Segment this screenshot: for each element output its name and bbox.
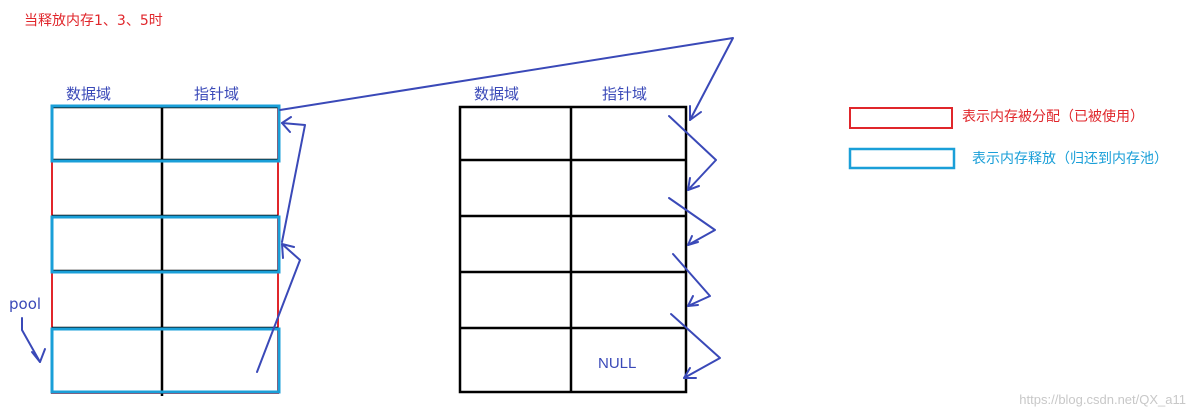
- legend-freed-swatch: [848, 147, 956, 170]
- legend-freed-label: 表示内存释放（归还到内存池）: [972, 151, 1168, 167]
- right-chain-arrow-1: [668, 115, 717, 191]
- freed-block-1: [50, 104, 281, 163]
- legend-allocated-label: 表示内存被分配（已被使用）: [962, 109, 1144, 125]
- pool-arrow: [21, 317, 41, 363]
- freed-block-3: [50, 215, 281, 274]
- left-header-pointer: 指针域: [194, 85, 240, 103]
- right-header-pointer: 指针域: [602, 85, 648, 103]
- link-arrows: [21, 37, 734, 379]
- chain-arrow-5-to-3: [256, 243, 301, 373]
- freed-block-5: [50, 327, 281, 394]
- right-header-data: 数据域: [474, 85, 520, 103]
- watermark: https://blog.csdn.net/QX_a11: [1019, 392, 1186, 407]
- left-header-data: 数据域: [66, 85, 112, 103]
- allocated-border: [51, 106, 279, 394]
- freed-blocks: [50, 104, 281, 394]
- right-table-grid: [458, 105, 688, 394]
- null-label: NULL: [598, 355, 637, 372]
- diagram-title: 当释放内存1、3、5时: [24, 13, 163, 29]
- left-table-grid: [52, 105, 278, 396]
- cross-arrow: [279, 37, 734, 121]
- right-chain-arrow-4: [670, 313, 721, 379]
- right-chain-arrow-2: [668, 197, 716, 246]
- chain-arrow-3-to-1: [281, 122, 306, 243]
- legend-allocated-swatch: [849, 107, 953, 129]
- right-chain-arrow-3: [672, 253, 711, 307]
- pool-label: pool: [9, 295, 42, 313]
